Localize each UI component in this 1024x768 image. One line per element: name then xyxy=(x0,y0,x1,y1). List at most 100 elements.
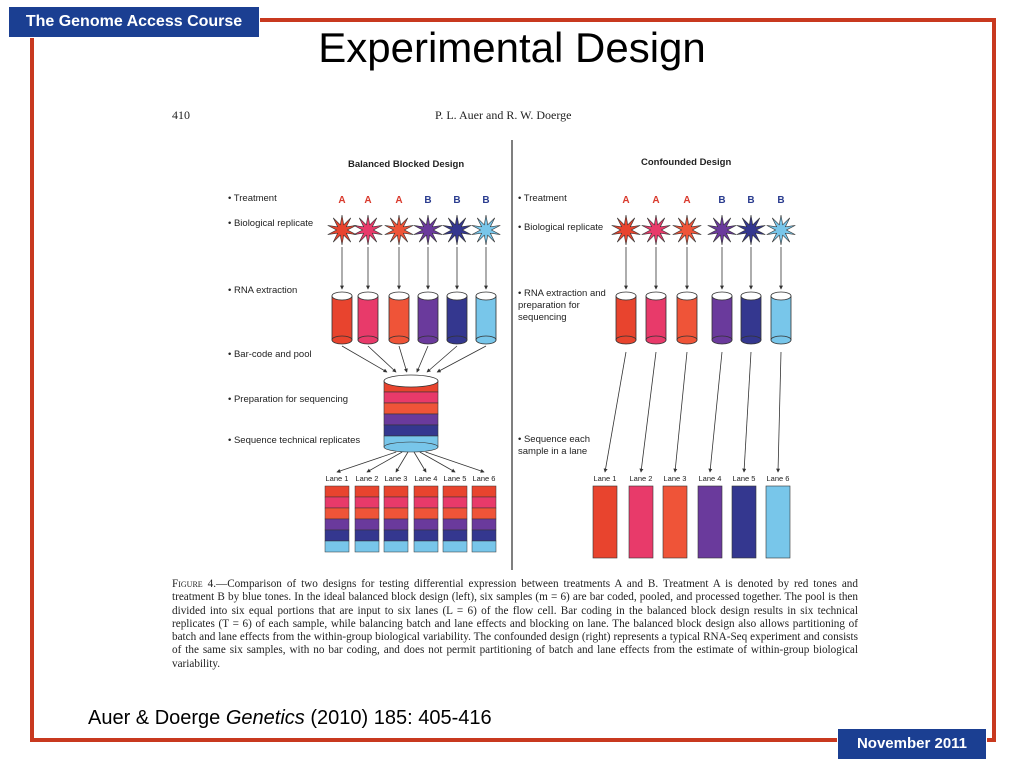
right-lane-label: Lane 1 xyxy=(594,474,617,483)
left-lane-band xyxy=(383,540,409,553)
left-lane-band xyxy=(383,529,409,542)
right-treatment-label: B xyxy=(747,195,754,206)
left-step-treatment: • Treatment xyxy=(228,193,277,204)
left-lane-band xyxy=(471,540,497,553)
right-sample-tube xyxy=(770,295,792,341)
left-lane-band xyxy=(324,485,350,498)
right-sample-tube xyxy=(676,295,698,341)
left-lane-band xyxy=(354,529,380,542)
left-sample-tube xyxy=(331,295,353,341)
left-sample-tube xyxy=(417,295,439,341)
left-lane-band xyxy=(324,496,350,509)
left-lane-band xyxy=(442,529,468,542)
right-treatment-label: A xyxy=(683,195,690,206)
caption-text: —Comparison of two designs for testing d… xyxy=(172,578,858,670)
left-arrow-pool xyxy=(367,345,397,373)
pool-band xyxy=(383,413,439,426)
left-lane-band xyxy=(324,518,350,531)
left-sample-tube-base xyxy=(331,335,353,345)
left-arrow-lane xyxy=(425,451,485,473)
right-step-treatment: • Treatment xyxy=(518,193,567,204)
figure-caption: Figure 4.—Comparison of two designs for … xyxy=(172,578,858,671)
page-number: 410 xyxy=(172,108,190,122)
pool-band xyxy=(383,391,439,404)
right-step-sequence-lane: • Sequence each sample in a lane xyxy=(518,434,590,457)
left-step-preparation: • Preparation for sequencing xyxy=(228,394,349,405)
right-treatment-label: A xyxy=(652,195,659,206)
slide-title: Experimental Design xyxy=(318,24,706,71)
right-sample-tube-cap xyxy=(676,291,698,301)
left-sample-tube-base xyxy=(357,335,379,345)
right-replicate-star xyxy=(641,214,671,246)
citation-details: (2010) 185: 405-416 xyxy=(304,707,492,729)
right-sample-tube-cap xyxy=(615,291,637,301)
left-sample-tube-cap xyxy=(446,291,468,301)
left-lane-band xyxy=(383,518,409,531)
right-step-biological-replicate: • Biological replicate xyxy=(518,222,604,233)
left-arrow-pool xyxy=(436,345,487,373)
left-lane-band xyxy=(413,518,439,531)
right-treatment-label: B xyxy=(718,195,725,206)
left-sample-tube xyxy=(388,295,410,341)
right-arrow-lane xyxy=(603,351,627,473)
right-treatment-label: B xyxy=(777,195,784,206)
left-step-technical-replicates: • Sequence technical replicates xyxy=(228,435,361,446)
right-arrow-lane xyxy=(776,351,782,473)
right-sample-tube xyxy=(740,295,762,341)
left-lane-band xyxy=(442,496,468,509)
left-lane-label: Lane 5 xyxy=(444,474,467,483)
left-lane-band xyxy=(471,507,497,520)
right-sample-tube-base xyxy=(740,335,762,345)
left-lane-band xyxy=(442,485,468,498)
left-sample-tube-cap xyxy=(388,291,410,301)
right-lane-sample xyxy=(697,485,723,559)
left-sample-tube xyxy=(446,295,468,341)
left-treatment-label: A xyxy=(338,195,345,206)
left-replicate-star xyxy=(413,214,443,246)
left-lane-band xyxy=(413,507,439,520)
left-lane-band xyxy=(354,496,380,509)
caption-label: Figure 4. xyxy=(172,578,216,590)
right-lane-label: Lane 5 xyxy=(733,474,756,483)
figure: 410 P. L. Auer and R. W. Doerge Balanced… xyxy=(170,100,860,700)
left-arrow-lane xyxy=(366,451,403,473)
left-lane-band xyxy=(471,518,497,531)
right-sample-tube-base xyxy=(770,335,792,345)
left-treatment-label: B xyxy=(453,195,460,206)
left-lane-band xyxy=(471,485,497,498)
citation-journal: Genetics xyxy=(225,707,305,729)
right-sample-tube-base xyxy=(615,335,637,345)
left-lane-label: Lane 6 xyxy=(473,474,496,483)
left-arrow-pool xyxy=(416,345,429,373)
citation-authors: Auer & Doerge xyxy=(88,707,226,729)
left-arrow-pool xyxy=(341,345,388,373)
right-treatment-label: A xyxy=(622,195,629,206)
left-lane-band xyxy=(354,518,380,531)
left-lane-band xyxy=(324,529,350,542)
right-replicate-star xyxy=(736,214,766,246)
left-lane-band xyxy=(324,540,350,553)
left-arrow-lane xyxy=(336,451,397,473)
right-lane-label: Lane 2 xyxy=(630,474,653,483)
left-lane-band xyxy=(383,496,409,509)
slide-frame xyxy=(30,18,996,742)
right-sample-tube-cap xyxy=(740,291,762,301)
pool-band xyxy=(383,402,439,415)
right-lane-label: Lane 6 xyxy=(767,474,790,483)
right-arrow-lane xyxy=(673,351,688,473)
left-replicate-star xyxy=(384,214,414,246)
left-lane-band xyxy=(471,496,497,509)
left-replicate-star xyxy=(471,214,501,246)
left-lane-band xyxy=(324,507,350,520)
right-lane-label: Lane 4 xyxy=(699,474,722,483)
left-lane-band xyxy=(442,518,468,531)
left-treatment-label: A xyxy=(364,195,371,206)
left-lane-label: Lane 4 xyxy=(415,474,438,483)
right-lane-sample xyxy=(628,485,654,559)
right-sample-tube-cap xyxy=(645,291,667,301)
left-step-biological-replicate: • Biological replicate xyxy=(228,218,314,229)
right-sample-tube-base xyxy=(676,335,698,345)
right-lane-sample xyxy=(731,485,757,559)
right-lane-sample xyxy=(765,485,791,559)
